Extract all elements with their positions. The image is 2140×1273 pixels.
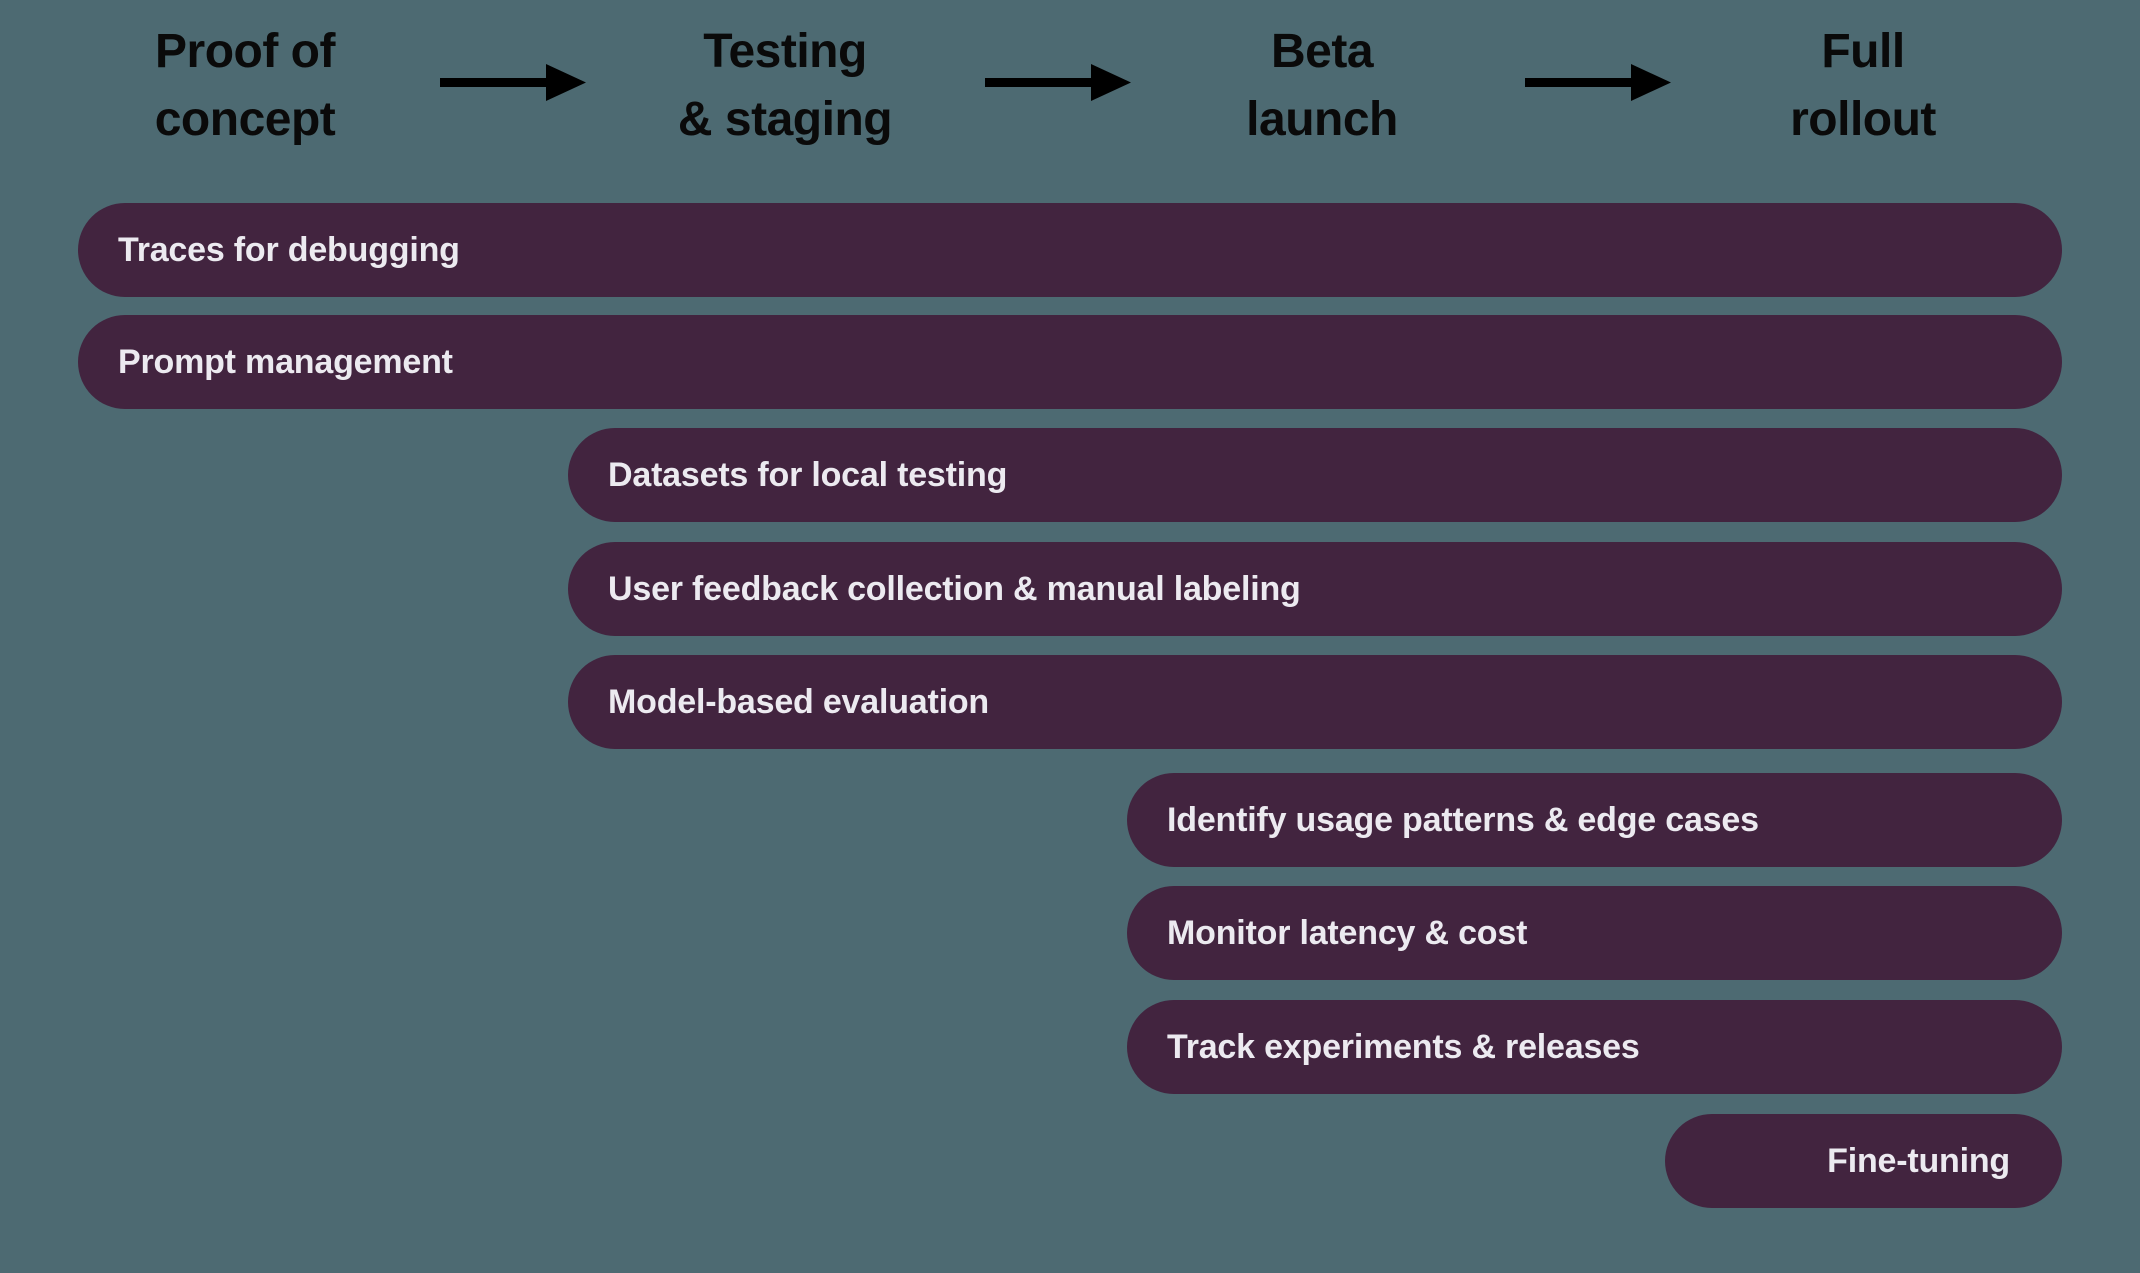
capability-pill-label: Datasets for local testing bbox=[608, 456, 1008, 494]
capability-pill[interactable]: Track experiments & releases bbox=[1127, 1000, 2062, 1094]
capability-pill-label: Monitor latency & cost bbox=[1167, 914, 1528, 952]
capability-pill-label: Fine-tuning bbox=[1827, 1142, 2010, 1180]
stage-label-3: Beta launch bbox=[1246, 25, 1398, 146]
stage-arrow-icon-2 bbox=[985, 60, 1131, 106]
stage-arrow-icon-1 bbox=[440, 60, 586, 106]
capability-pill[interactable]: Fine-tuning bbox=[1665, 1114, 2062, 1208]
capability-pill[interactable]: Monitor latency & cost bbox=[1127, 886, 2062, 980]
capability-pill-label: User feedback collection & manual labeli… bbox=[608, 570, 1301, 608]
capability-pill[interactable]: User feedback collection & manual labeli… bbox=[568, 542, 2062, 636]
stage-label-2: Testing & staging bbox=[677, 25, 893, 146]
stage-arrow-icon-3 bbox=[1525, 60, 1671, 106]
capability-pill-label: Track experiments & releases bbox=[1167, 1028, 1640, 1066]
capability-pill-label: Model-based evaluation bbox=[608, 683, 990, 721]
capability-pill-label: Identify usage patterns & edge cases bbox=[1167, 801, 1759, 839]
capability-pill[interactable]: Model-based evaluation bbox=[568, 655, 2062, 749]
capability-pill[interactable]: Datasets for local testing bbox=[568, 428, 2062, 522]
capability-pill-label: Traces for debugging bbox=[118, 231, 460, 269]
stage-label-4: Full rollout bbox=[1790, 25, 1936, 146]
capability-pill[interactable]: Prompt management bbox=[78, 315, 2062, 409]
stage-label-1: Proof of concept bbox=[154, 25, 336, 146]
capability-pill-label: Prompt management bbox=[118, 343, 453, 381]
capability-pill[interactable]: Identify usage patterns & edge cases bbox=[1127, 773, 2062, 867]
capability-pill[interactable]: Traces for debugging bbox=[78, 203, 2062, 297]
